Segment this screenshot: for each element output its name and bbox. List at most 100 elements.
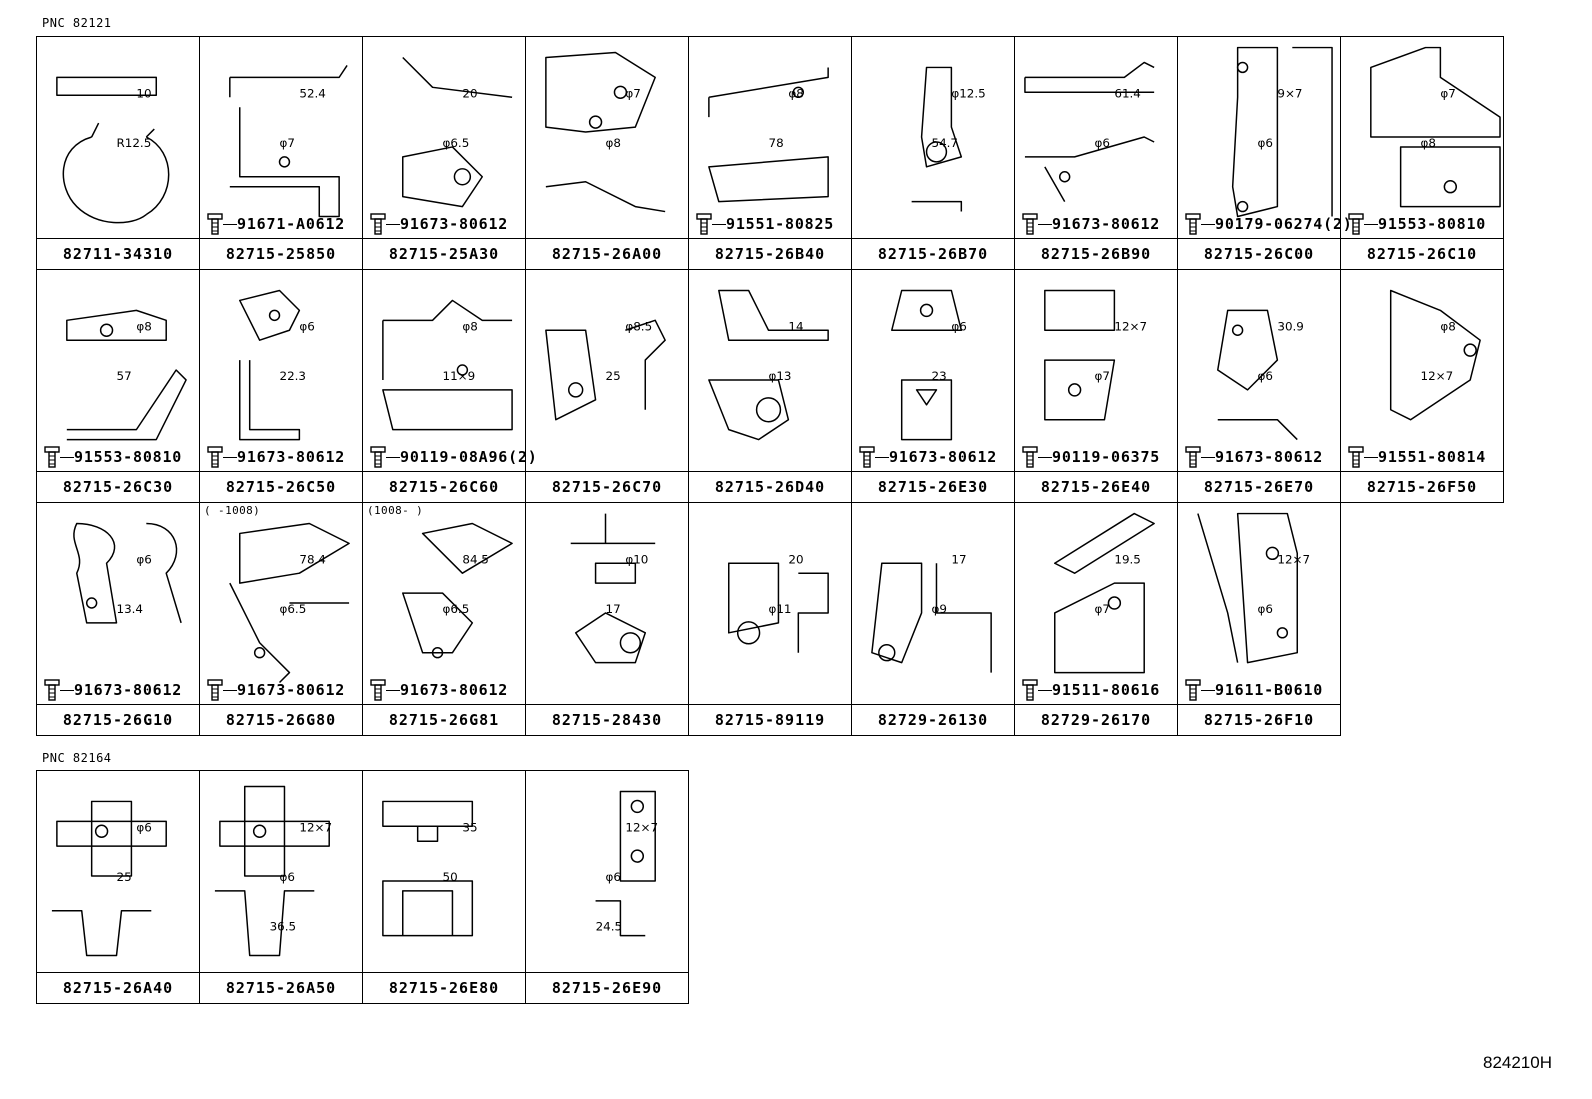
leader-line bbox=[60, 689, 74, 691]
part-number[interactable]: 82715-89119 bbox=[689, 704, 851, 735]
bolt-part-number: 91673-80612 bbox=[1052, 215, 1161, 233]
leader-line bbox=[1201, 456, 1215, 458]
bolt-icon bbox=[44, 679, 60, 701]
part-number[interactable]: 82715-26A50 bbox=[200, 972, 362, 1003]
bracket-sketch bbox=[51, 800, 167, 957]
dimension-label: 20 bbox=[462, 86, 477, 100]
part-number[interactable]: 82715-26B90 bbox=[1015, 238, 1177, 269]
part-number[interactable]: 82729-26170 bbox=[1015, 704, 1177, 735]
dimension-label: φ8 bbox=[788, 86, 803, 100]
dimension-label: 30.9 bbox=[1277, 319, 1304, 333]
part-number[interactable]: 82711-34310 bbox=[37, 238, 199, 269]
bolt-part-number: 91553-80810 bbox=[74, 448, 183, 466]
part-number[interactable]: 82715-26C30 bbox=[37, 471, 199, 502]
bolt-callout: 91673-80612 bbox=[1184, 446, 1323, 468]
part-number[interactable]: 82715-26B40 bbox=[689, 238, 851, 269]
bracket-sketch bbox=[871, 562, 992, 673]
dimension-label: φ10 bbox=[625, 552, 648, 566]
dimension-label: φ7 bbox=[625, 86, 640, 100]
bolt-icon bbox=[1022, 679, 1038, 701]
bracket-sketch bbox=[1197, 512, 1299, 664]
bolt-callout: 91511-80616 bbox=[1021, 679, 1160, 701]
part-number[interactable]: 82715-26D40 bbox=[689, 471, 851, 502]
part-number[interactable]: 82715-26G10 bbox=[37, 704, 199, 735]
part-number[interactable]: 82715-26G80 bbox=[200, 704, 362, 735]
dimension-label: R12.5 bbox=[117, 136, 152, 150]
dimension-label: φ6 bbox=[606, 870, 621, 884]
bracket-sketch bbox=[1054, 512, 1155, 674]
bolt-callout: 91551-80814 bbox=[1347, 446, 1486, 468]
bolt-part-number: 91551-80825 bbox=[726, 215, 835, 233]
bolt-part-number: 91671-A0612 bbox=[237, 215, 346, 233]
part-drawing: 30.9 φ6 bbox=[1178, 270, 1340, 474]
bolt-icon bbox=[696, 213, 712, 235]
leader-line bbox=[1038, 689, 1052, 691]
bolt-icon bbox=[1022, 446, 1038, 468]
part-number[interactable]: 82715-26C70 bbox=[526, 471, 688, 502]
part-number[interactable]: 82715-26E90 bbox=[526, 972, 688, 1003]
bolt-part-number: 91511-80616 bbox=[1052, 681, 1161, 699]
dimension-label: 24.5 bbox=[596, 920, 623, 934]
dimension-label: 12×7 bbox=[1277, 552, 1310, 566]
part-number[interactable]: 82715-25850 bbox=[200, 238, 362, 269]
part-number[interactable]: 82715-26E70 bbox=[1178, 471, 1340, 502]
part-number[interactable]: 82715-26C10 bbox=[1341, 238, 1503, 269]
part-number[interactable]: 82715-26A00 bbox=[526, 238, 688, 269]
bolt-icon bbox=[1022, 213, 1038, 235]
leader-line bbox=[1364, 223, 1378, 225]
part-number[interactable]: 82715-26E80 bbox=[363, 972, 525, 1003]
part-number[interactable]: 82715-26C00 bbox=[1178, 238, 1340, 269]
leader-line bbox=[223, 223, 237, 225]
bolt-callout: 91553-80810 bbox=[43, 446, 182, 468]
bolt-part-number: 91673-80612 bbox=[1215, 448, 1324, 466]
part-number[interactable]: 82715-26C50 bbox=[200, 471, 362, 502]
part-number[interactable]: 82729-26130 bbox=[852, 704, 1014, 735]
bolt-callout: 91673-80612 bbox=[858, 446, 997, 468]
part-number[interactable]: 82715-26B70 bbox=[852, 238, 1014, 269]
dimension-label: 12×7 bbox=[1421, 369, 1454, 383]
part-number[interactable]: 82715-26F50 bbox=[1341, 471, 1503, 502]
part-number[interactable]: 82715-26E40 bbox=[1015, 471, 1177, 502]
dimension-label: 78.4 bbox=[299, 552, 326, 566]
part-number[interactable]: 82715-26C60 bbox=[363, 471, 525, 502]
bolt-callout: 91673-80612 bbox=[206, 679, 345, 701]
dimension-label: 14 bbox=[788, 319, 803, 333]
bolt-icon bbox=[1348, 446, 1364, 468]
dimension-label: 54.7 bbox=[932, 136, 959, 150]
bolt-callout: 91671-A0612 bbox=[206, 213, 345, 235]
bracket-sketch bbox=[595, 790, 656, 937]
dimension-label: 13.4 bbox=[117, 602, 144, 616]
bolt-icon bbox=[207, 446, 223, 468]
bolt-callout: 91673-80612 bbox=[43, 679, 182, 701]
dimension-label: φ7 bbox=[1440, 86, 1455, 100]
part-number[interactable]: 82715-26F10 bbox=[1178, 704, 1340, 735]
part-number[interactable]: 82715-26G81 bbox=[363, 704, 525, 735]
part-number[interactable]: 82715-26A40 bbox=[37, 972, 199, 1003]
dimension-label: φ6 bbox=[1258, 369, 1273, 383]
leader-line bbox=[1201, 223, 1215, 225]
bracket-sketch bbox=[1217, 309, 1298, 441]
dimension-label: 84.5 bbox=[462, 552, 489, 566]
dimension-label: φ13 bbox=[769, 369, 792, 383]
part-number[interactable]: 82715-28430 bbox=[526, 704, 688, 735]
serial-range-note: (1008- ) bbox=[367, 504, 424, 517]
part-number[interactable]: 82715-25A30 bbox=[363, 238, 525, 269]
part-number[interactable]: 82715-26E30 bbox=[852, 471, 1014, 502]
